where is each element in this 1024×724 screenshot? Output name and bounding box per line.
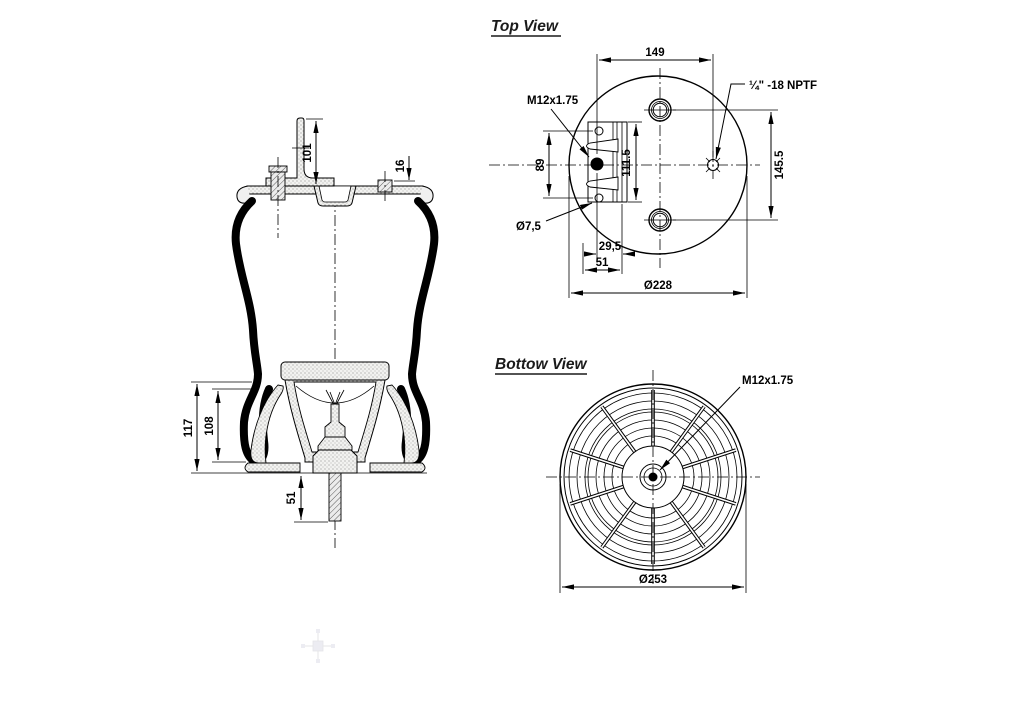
top-view-title: Top View <box>491 18 559 35</box>
bracket-top-view <box>586 121 628 203</box>
bottom-view: Bottow View <box>495 356 794 593</box>
bead-plate <box>246 185 424 207</box>
clip-fork <box>325 389 345 406</box>
bottom-view-title: Bottow View <box>495 356 588 373</box>
label-text: ¼" -18 NPTF <box>749 80 817 92</box>
piston <box>280 361 390 522</box>
dim-text: 89 <box>535 159 547 172</box>
dim-text: 101 <box>302 143 314 163</box>
gusset-lower <box>586 176 619 191</box>
dim-text: 149 <box>645 47 664 59</box>
mounting-bracket <box>265 117 335 187</box>
dim-text: 29,5 <box>599 241 622 253</box>
dim-29-5: 29,5 <box>584 173 635 258</box>
piston-inner-arc <box>295 385 375 404</box>
dim-89: 89 <box>535 130 593 199</box>
dim-51-side: 51 <box>286 476 328 523</box>
dim-text: 117 <box>183 419 195 438</box>
dim-text: Ø228 <box>644 280 673 292</box>
dim-text: 145.5 <box>774 150 786 179</box>
threaded-port-bottom <box>644 208 676 232</box>
dim-16: 16 <box>394 156 415 182</box>
label-hole-dia: Ø7,5 <box>516 202 593 233</box>
dim-text: 51 <box>286 491 298 504</box>
gusset-upper <box>586 138 619 153</box>
m12-stud <box>648 472 658 482</box>
bracket-hole-lower <box>594 193 604 203</box>
dim-text: Ø253 <box>639 574 667 586</box>
label-air-fitting: ¼" -18 NPTF <box>715 80 817 160</box>
piston-skirt-foot <box>244 462 301 473</box>
lower-stud <box>328 472 342 522</box>
dim-108: 108 <box>204 388 252 463</box>
dim-text: 16 <box>395 160 407 173</box>
right-stud <box>377 171 393 202</box>
label-m12-thread-top: M12x1.75 <box>527 95 590 158</box>
dim-149: 149 <box>596 47 714 157</box>
dim-101: 101 <box>302 118 323 184</box>
label-m12-thread-bottom: M12x1.75 <box>659 375 794 471</box>
watermark-mark <box>301 629 335 663</box>
dim-145-5: 145.5 <box>673 109 786 221</box>
piston-cap <box>280 361 390 381</box>
threaded-port-top <box>644 98 676 122</box>
left-stud <box>268 157 288 238</box>
dim-dia-228: Ø228 <box>568 176 748 298</box>
label-text: Ø7,5 <box>516 221 542 233</box>
m12-stud <box>590 157 604 171</box>
side-view: 101 16 117 108 51 <box>183 117 434 548</box>
dim-text: 111.5 <box>621 149 633 177</box>
dim-111-5: 111.5 <box>621 121 642 203</box>
label-text: M12x1.75 <box>742 375 794 387</box>
lower-nut <box>312 449 358 474</box>
top-view: Top View <box>489 18 817 298</box>
bracket-hole-upper <box>594 126 604 136</box>
dim-text: 108 <box>204 416 216 436</box>
label-text: M12x1.75 <box>527 95 579 107</box>
dim-text: 51 <box>596 257 609 269</box>
dim-dia-253: Ø253 <box>559 484 747 593</box>
dim-117: 117 <box>183 381 427 474</box>
dim-51-top: 51 <box>582 243 623 274</box>
